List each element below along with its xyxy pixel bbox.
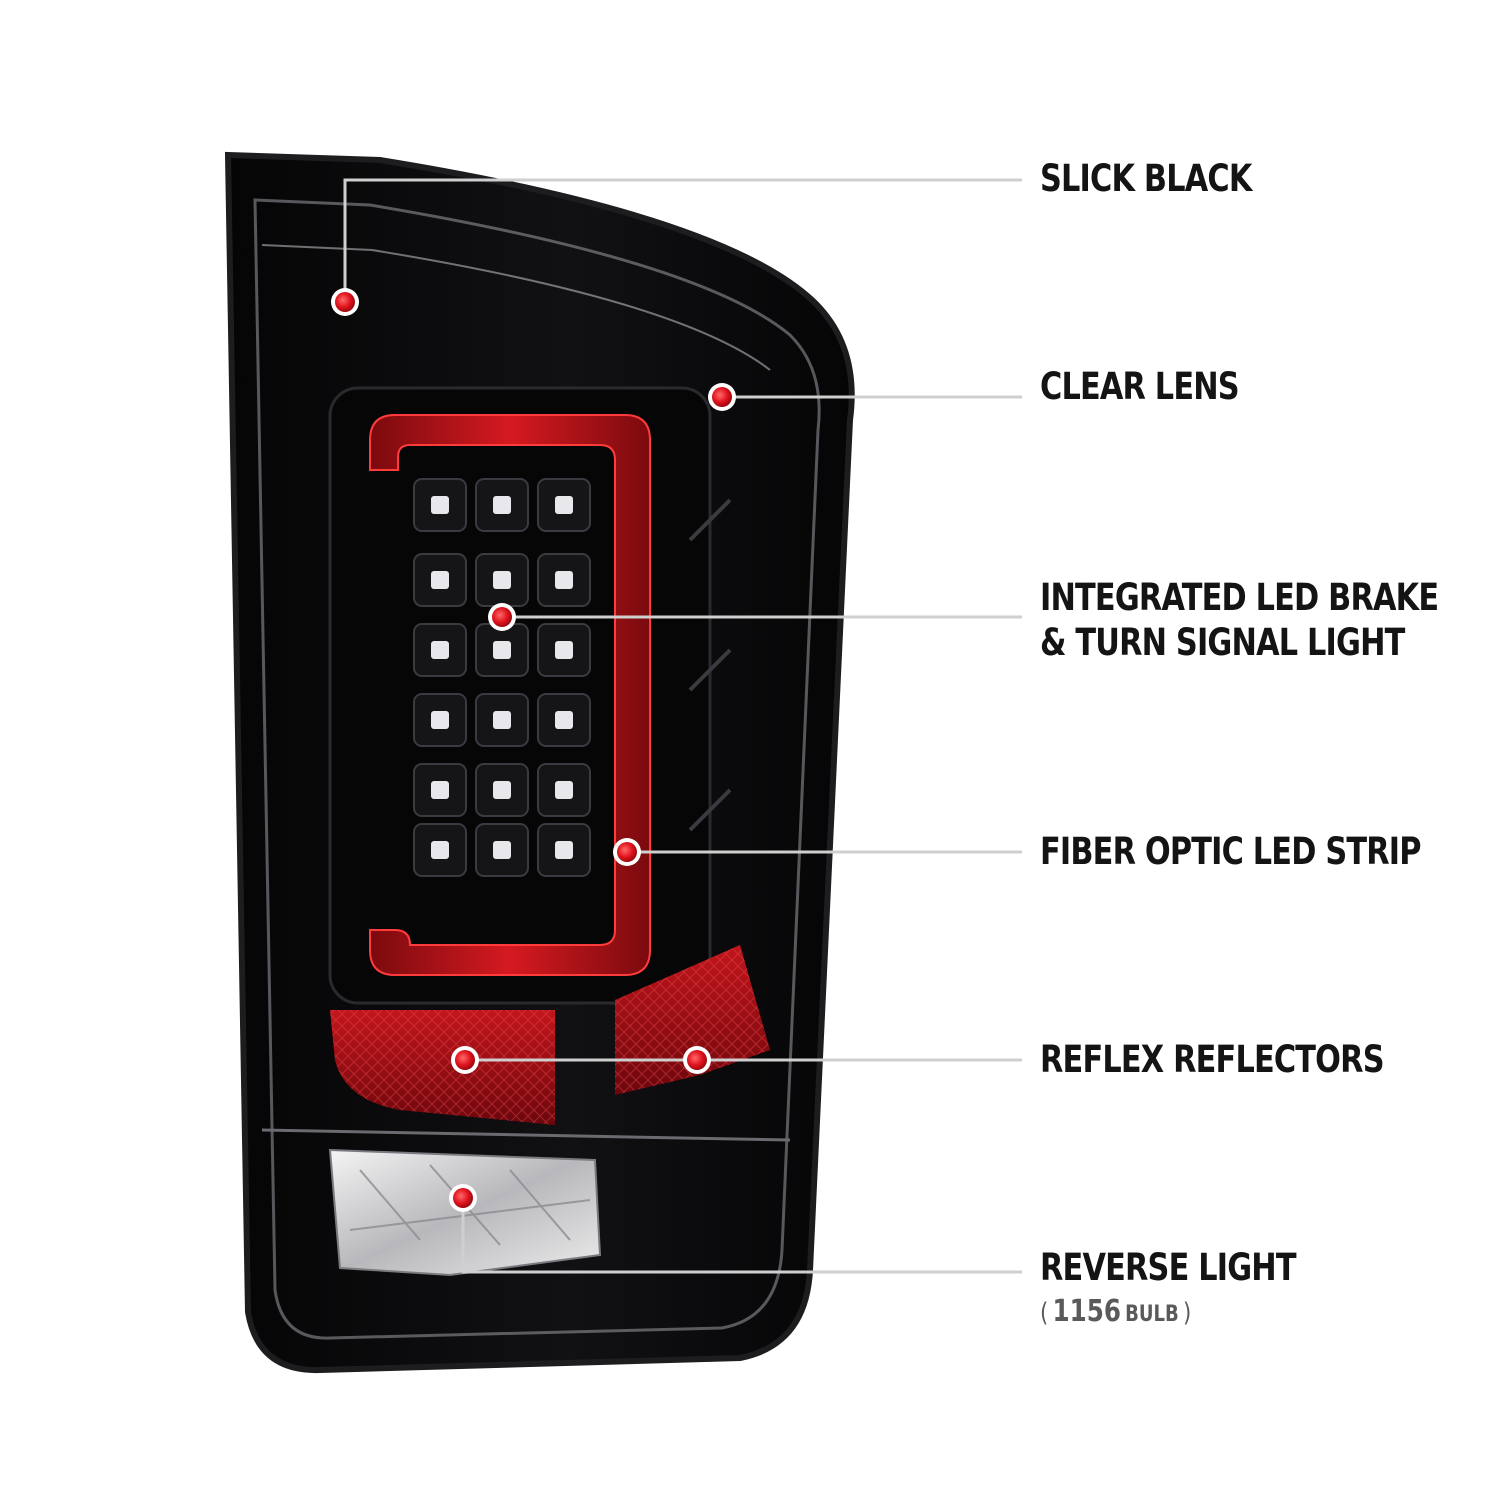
callout-dot-slick-black <box>335 292 355 312</box>
led-chip <box>555 711 573 729</box>
callout-dot-reflex-reflectors <box>455 1050 475 1070</box>
label-slick-black: SLICK BLACK <box>1040 157 1252 200</box>
led-chip <box>555 496 573 514</box>
note-close-paren: ) <box>1182 1298 1192 1328</box>
lens-ribs <box>688 498 732 832</box>
fiber-optic-strip <box>369 414 651 976</box>
note-open-paren: ( <box>1040 1298 1049 1328</box>
label-reflex-reflectors: REFLEX REFLECTORS <box>1040 1038 1385 1081</box>
led-chip <box>431 641 449 659</box>
reverse-light-bulb-note: ( 1156 BULB ) <box>1040 1294 1191 1329</box>
callout-dot-clear-lens <box>712 387 732 407</box>
reverse-light-lens <box>328 1148 602 1277</box>
led-chip <box>555 841 573 859</box>
led-chip <box>493 641 511 659</box>
callout-dot-reflex-reflectors <box>687 1050 707 1070</box>
label-fiber-optic: FIBER OPTIC LED STRIP <box>1040 830 1421 873</box>
lens-rim <box>253 198 821 1340</box>
label-clear-lens: CLEAR LENS <box>1040 365 1240 408</box>
led-chip <box>493 781 511 799</box>
led-chip <box>431 711 449 729</box>
housing-divider <box>261 1128 791 1142</box>
led-chip <box>493 841 511 859</box>
bulb-number: 1156 <box>1052 1294 1121 1329</box>
led-chip <box>431 781 449 799</box>
led-chip <box>493 571 511 589</box>
led-chip <box>431 841 449 859</box>
lens-inner-rim <box>261 244 771 371</box>
led-chip <box>431 496 449 514</box>
led-chip <box>555 641 573 659</box>
callout-dot-reverse-light <box>453 1188 473 1208</box>
led-array <box>413 478 591 877</box>
led-chip <box>493 711 511 729</box>
callout-leaders <box>331 178 1022 1274</box>
bulb-unit: BULB <box>1125 1302 1179 1327</box>
callout-dot-integrated-led <box>492 607 512 627</box>
led-chip <box>555 781 573 799</box>
led-chip <box>555 571 573 589</box>
leader-line-slick-black <box>343 178 1022 302</box>
label-integrated-led-line2: & TURN SIGNAL LIGHT <box>1040 621 1405 664</box>
led-chip <box>431 571 449 589</box>
led-chip <box>493 496 511 514</box>
callout-dot-fiber-optic <box>617 842 637 862</box>
label-reverse-light: REVERSE LIGHT <box>1040 1246 1297 1289</box>
label-integrated-led-line1: INTEGRATED LED BRAKE <box>1040 576 1439 619</box>
leader-line-reverse-light <box>461 1198 1022 1274</box>
